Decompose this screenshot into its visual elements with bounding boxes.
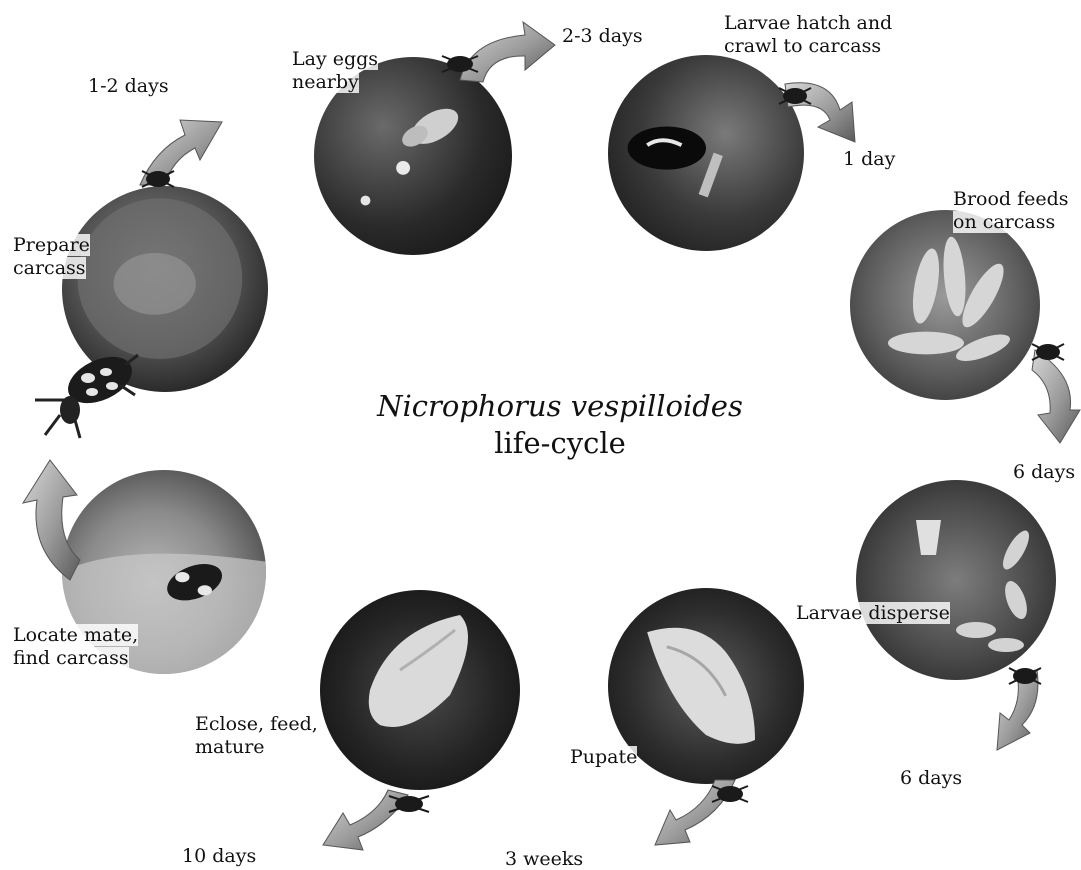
label-larvae-hatch: Larvae hatch and crawl to carcass [724,12,892,58]
label-line: Locate mate, [13,624,138,646]
label-larvae-disperse: Larvae disperse [796,602,950,625]
diagram-title: Nicrophorus vespilloides life-cycle [300,388,820,462]
label-brood-feeds: Brood feeds on carcass [953,188,1069,234]
label-line: nearby [292,71,359,93]
photo-brood-feeds [850,210,1040,400]
duration-brood-to-disperse: 6 days [1013,461,1075,483]
duration-lay-to-hatch: 2-3 days [562,25,643,47]
label-line: find carcass [13,647,129,669]
label-prepare-carcass: Prepare carcass [13,234,90,280]
label-line: Lay eggs [292,48,378,70]
duration-disperse-to-pupate: 6 days [900,767,962,789]
label-line: Prepare [13,234,90,256]
label-eclose: Eclose, feed, mature [195,713,318,759]
photo-pupate [608,588,804,784]
label-lay-eggs: Lay eggs nearby [292,48,378,94]
duration-eclose-to-locate: 10 days [182,845,256,867]
beetle-small-icon [708,780,752,808]
label-line: Larvae disperse [796,602,950,624]
beetle-small-icon [138,165,178,193]
beetle-small-icon [1005,662,1045,690]
duration-pupate-to-eclose: 3 weeks [505,848,583,870]
beetle-small-icon [385,790,433,818]
label-pupate: Pupate [570,746,637,769]
duration-hatch-to-brood: 1 day [843,148,895,170]
beetle-small-icon [438,50,482,78]
label-line: Larvae hatch and [724,12,892,34]
beetle-small-icon [1028,338,1068,366]
photo-eclose [320,590,520,790]
label-line: Brood feeds [953,188,1069,210]
label-line: carcass [13,257,86,279]
arrow-locate-to-prepare [15,455,85,585]
photo-larvae-disperse [856,480,1056,680]
beetle-adult-large-icon [30,340,140,440]
label-line: on carcass [953,211,1055,233]
duration-prepare-to-lay: 1-2 days [88,75,169,97]
label-locate-mate: Locate mate, find carcass [13,624,138,670]
label-line: Eclose, feed, [195,713,318,735]
label-line: crawl to carcass [724,35,881,57]
label-line: mature [195,736,265,758]
title-subtitle: life-cycle [300,425,820,462]
label-line: Pupate [570,746,637,768]
beetle-small-icon [775,82,815,110]
species-name: Nicrophorus vespilloides [300,388,820,425]
